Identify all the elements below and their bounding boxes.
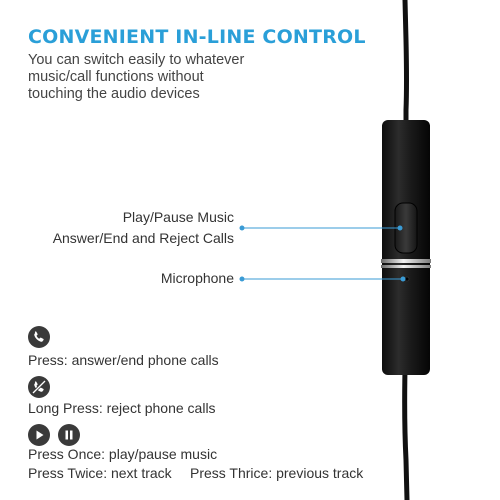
callout-microphone: Microphone: [160, 270, 234, 286]
callout-play-pause: Play/Pause Music: [122, 209, 234, 225]
microphone-hole: [404, 276, 410, 282]
instruction-press: Press: answer/end phone calls: [28, 352, 219, 368]
pause-icon: [58, 424, 80, 446]
instruction-press-twice: Press Twice: next track: [28, 465, 172, 481]
metal-ring: [381, 259, 431, 263]
instruction-press-once: Press Once: play/pause music: [28, 446, 218, 462]
phone-reject-icon: [28, 376, 50, 398]
subtitle: You can switch easily to whatever music/…: [28, 52, 278, 103]
subtitle-line: touching the audio devices: [28, 86, 200, 102]
play-icon: [28, 424, 50, 446]
subtitle-line: You can switch easily to whatever: [28, 52, 245, 68]
page-title: CONVENIENT IN-LINE CONTROL: [28, 26, 366, 48]
callout-answer-reject: Answer/End and Reject Calls: [52, 230, 234, 246]
cable-bottom: [402, 369, 410, 500]
callout-button-label: Play/Pause Music Answer/End and Reject C…: [53, 207, 234, 249]
instruction-long-press: Long Press: reject phone calls: [28, 400, 216, 416]
cable-top: [402, 0, 409, 125]
phone-icon: [28, 326, 50, 348]
subtitle-line: music/call functions without: [28, 69, 204, 85]
instruction-press-thrice: Press Thrice: previous track: [190, 465, 364, 481]
